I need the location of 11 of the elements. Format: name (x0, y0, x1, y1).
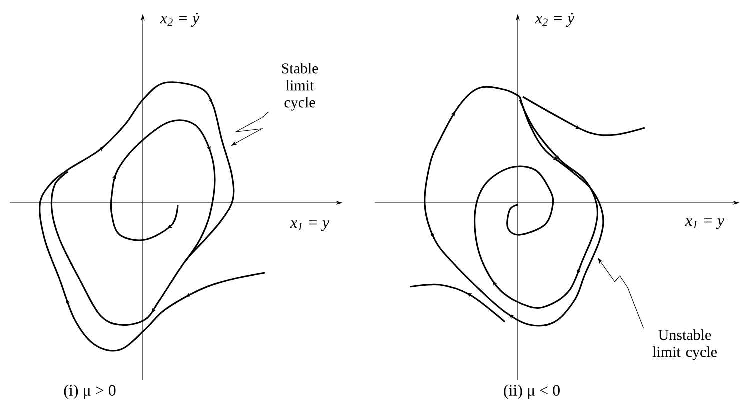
callout-text: Unstable limit cycle (652, 330, 717, 360)
panel-caption: (ii) μ < 0 (504, 384, 560, 400)
axis-label: x$_{2}$ = ẏ (535, 12, 575, 28)
axis-label: x$_{1}$ = y (685, 218, 725, 230)
trajectory (39, 82, 266, 352)
axis-label: x$_{1}$ = y (290, 220, 330, 232)
callout-text: Stable limit cycle (282, 63, 318, 111)
leader-line (598, 258, 644, 329)
axis-label: x$_{2}$ = ẏ (160, 12, 200, 28)
trajectory (424, 86, 604, 327)
panel-caption: (i) μ > 0 (64, 384, 116, 400)
